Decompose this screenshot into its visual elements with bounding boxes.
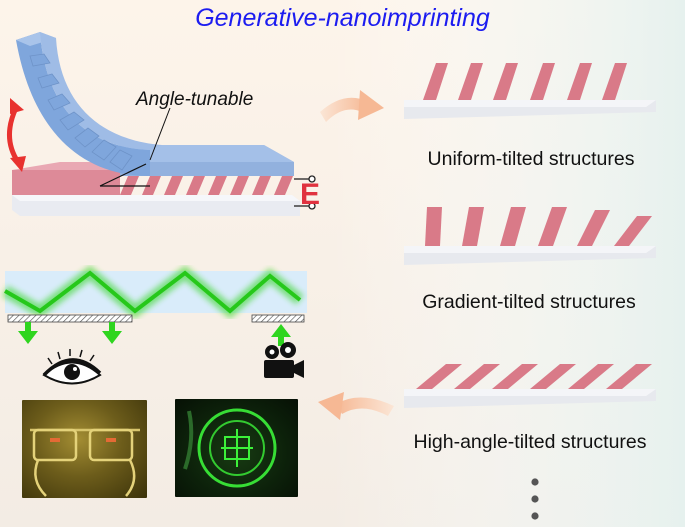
- mold-teeth: [29, 53, 133, 171]
- ellipsis-icon: [531, 478, 539, 520]
- hologram-emblem-drawing: [183, 408, 277, 488]
- diagram-title: Generative-nanoimprinting: [195, 4, 490, 32]
- glasses-photo-drawing: [30, 428, 140, 497]
- angle-tunable-label: Angle-tunable: [136, 89, 254, 110]
- structure-gradient-pillars: [425, 207, 652, 246]
- in-coupler-grating: [7, 314, 133, 323]
- light-path: [4, 270, 302, 314]
- structure-uniform-pillars: [423, 63, 627, 100]
- structure-high-angle: [404, 364, 656, 408]
- label-pointer: [149, 107, 171, 161]
- mold-curved-side: [40, 32, 162, 150]
- structure-high-angle-pillars: [416, 364, 652, 389]
- structure-uniform: [404, 63, 656, 119]
- imprint-setup: [12, 32, 316, 216]
- eye-icon: [42, 349, 102, 385]
- electrode-label: E: [300, 178, 321, 211]
- camera-icon: [264, 342, 304, 378]
- angle-line-2: [99, 163, 147, 187]
- green-arrows: [18, 322, 291, 346]
- uniform-tilted-caption: Uniform-tilted structures: [427, 148, 635, 170]
- hologram-emblem-photo: [175, 399, 298, 497]
- out-coupler-grating: [251, 314, 305, 323]
- structure-uniform-substrate: [404, 100, 656, 119]
- substrate-top: [12, 195, 300, 201]
- double-arrow-icon: [7, 98, 26, 172]
- resist-layer: [12, 170, 120, 195]
- structure-gradient: [404, 207, 656, 265]
- glasses-photo: [22, 400, 147, 498]
- mold-flat-top: [120, 145, 294, 162]
- high-angle-tilted-caption: High-angle-tilted structures: [413, 431, 647, 453]
- gradient-tilted-caption: Gradient-tilted structures: [422, 291, 636, 313]
- waveguide: [2, 265, 307, 346]
- curved-arrow-icon: [320, 90, 384, 122]
- electrode-leads: [294, 175, 316, 210]
- structure-high-angle-substrate: [404, 389, 656, 408]
- curved-arrow-icon-2: [318, 392, 394, 420]
- structure-gradient-substrate: [404, 246, 656, 265]
- mold-curved: [16, 32, 150, 176]
